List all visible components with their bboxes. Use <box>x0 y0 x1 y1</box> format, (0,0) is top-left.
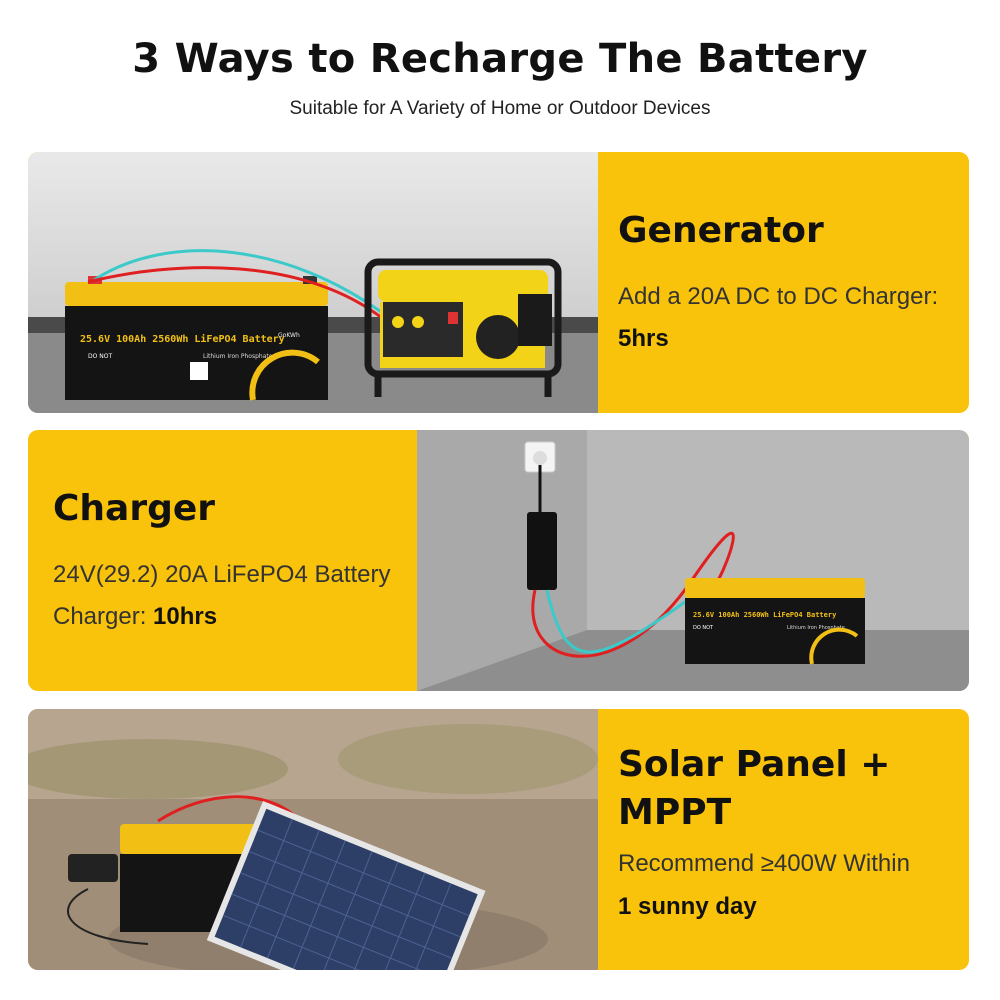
cable-red <box>157 795 300 823</box>
cable-cyan <box>545 588 703 654</box>
solar-card: Solar Panel + MPPT Recommend ≥400W Withi… <box>28 709 969 970</box>
charger-card: Charger 24V(29.2) 20A LiFePO4 Battery Ch… <box>28 430 969 691</box>
generator-card: 25.6V 100Ah 2560Wh LiFePO4 Battery DO NO… <box>28 152 969 413</box>
solar-desc: Recommend ≥400W Within <box>618 850 910 877</box>
battery-label: 25.6V 100Ah 2560Wh LiFePO4 Battery <box>693 611 837 619</box>
page-title: 3 Ways to Recharge The Battery <box>132 36 868 82</box>
generator-desc: Add a 20A DC to DC Charger: <box>618 283 939 310</box>
charger-time: Charger: 10hrs <box>53 596 217 638</box>
battery-warning: DO NOT <box>88 353 112 360</box>
charger-time-prefix: Charger: <box>53 603 154 630</box>
solar-time: 1 sunny day <box>618 886 757 928</box>
charger-heading: Charger <box>53 488 216 529</box>
solar-time-value: 1 sunny day <box>618 893 757 920</box>
generator-time-value: 5hrs <box>618 325 669 352</box>
generator-text: Generator Add a 20A DC to DC Charger: 5h… <box>618 152 958 413</box>
battery-label: 25.6V 100Ah 2560Wh LiFePO4 Battery <box>80 333 285 345</box>
cable-red <box>87 266 394 329</box>
charger-time-value: 10hrs <box>153 603 218 630</box>
cable-cyan <box>93 249 389 319</box>
battery-warning: DO NOT <box>693 625 714 631</box>
solar-heading-line2: MPPT <box>618 792 732 833</box>
generator-time: 5hrs <box>618 318 669 360</box>
battery-sublabel: Lithium Iron Phosphate <box>787 625 845 631</box>
battery-brand: GoKWh <box>278 332 300 339</box>
solar-text: Solar Panel + MPPT Recommend ≥400W Withi… <box>618 709 958 970</box>
charger-photo: 25.6V 100Ah 2560Wh LiFePO4 Battery Lithi… <box>417 430 969 691</box>
solar-heading-line1: Solar Panel + <box>618 744 891 785</box>
charger-text: Charger 24V(29.2) 20A LiFePO4 Battery Ch… <box>53 430 413 691</box>
page-subtitle: Suitable for A Variety of Home or Outdoo… <box>289 98 711 119</box>
battery-sublabel: Lithium Iron Phosphate <box>203 353 273 360</box>
solar-photo <box>28 709 598 970</box>
generator-heading: Generator <box>618 210 824 251</box>
charger-desc: 24V(29.2) 20A LiFePO4 Battery <box>53 561 391 588</box>
generator-photo: 25.6V 100Ah 2560Wh LiFePO4 Battery DO NO… <box>28 152 598 413</box>
